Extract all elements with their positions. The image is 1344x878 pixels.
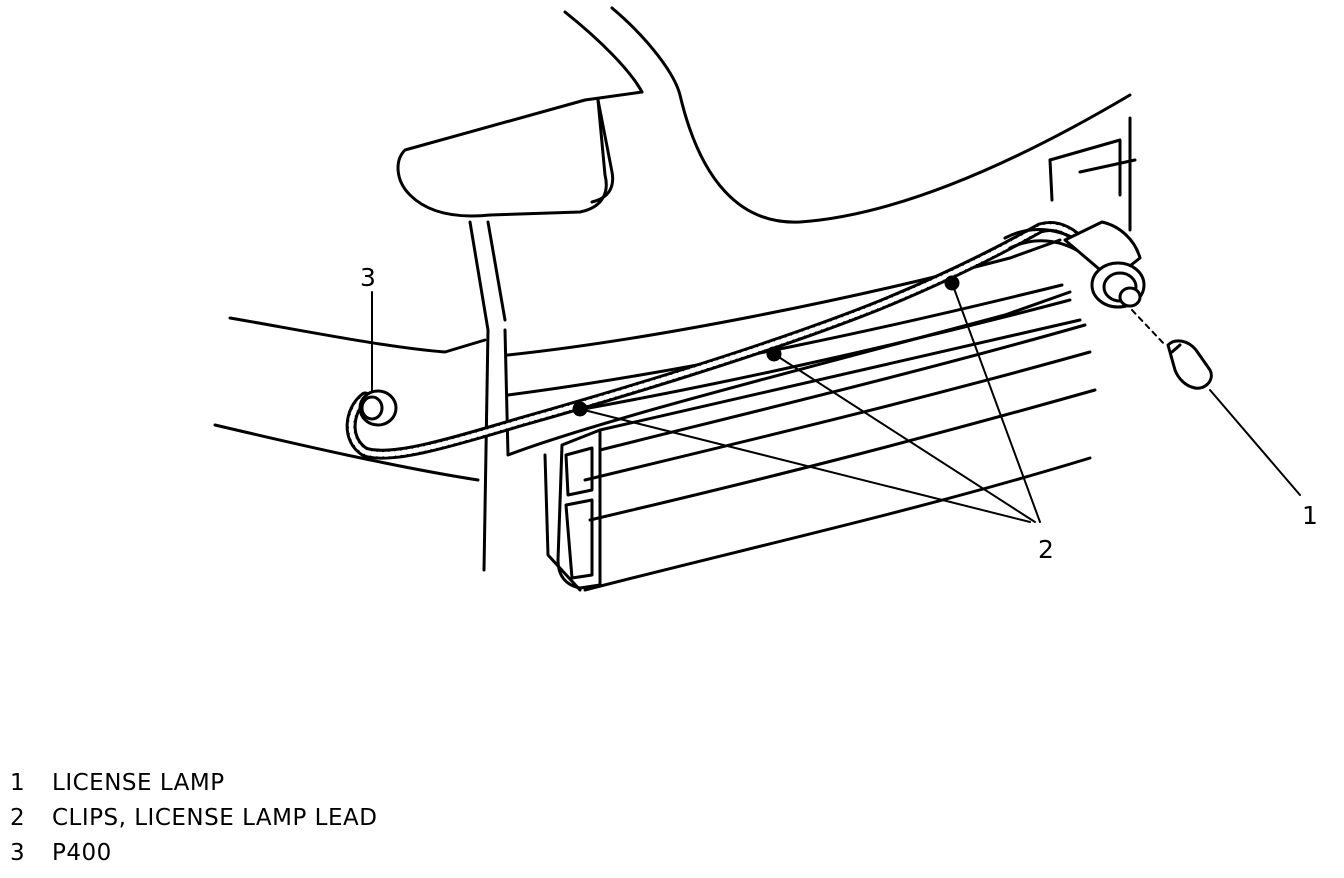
leader-lines <box>371 282 1301 523</box>
legend-label: P400 <box>52 840 112 866</box>
vehicle-body <box>213 6 1137 572</box>
legend-number: 2 <box>10 805 26 831</box>
callout-3: 3 <box>360 263 376 292</box>
license-lamp-bulb <box>1131 309 1213 390</box>
legend-number: 3 <box>10 840 26 866</box>
legend-item: 2 CLIPS, LICENSE LAMP LEAD <box>10 801 377 836</box>
p400-connector <box>358 389 398 427</box>
legend: 1 LICENSE LAMP 2 CLIPS, LICENSE LAMP LEA… <box>10 766 377 871</box>
legend-number: 1 <box>10 770 26 796</box>
legend-label: CLIPS, LICENSE LAMP LEAD <box>52 805 378 831</box>
legend-label: LICENSE LAMP <box>52 770 225 796</box>
legend-item: 3 P400 <box>10 836 377 871</box>
callout-1: 1 <box>1302 501 1318 530</box>
callout-2: 2 <box>1038 535 1054 564</box>
lamp-socket <box>1063 220 1146 309</box>
legend-item: 1 LICENSE LAMP <box>10 766 377 801</box>
license-pocket <box>556 318 1082 590</box>
